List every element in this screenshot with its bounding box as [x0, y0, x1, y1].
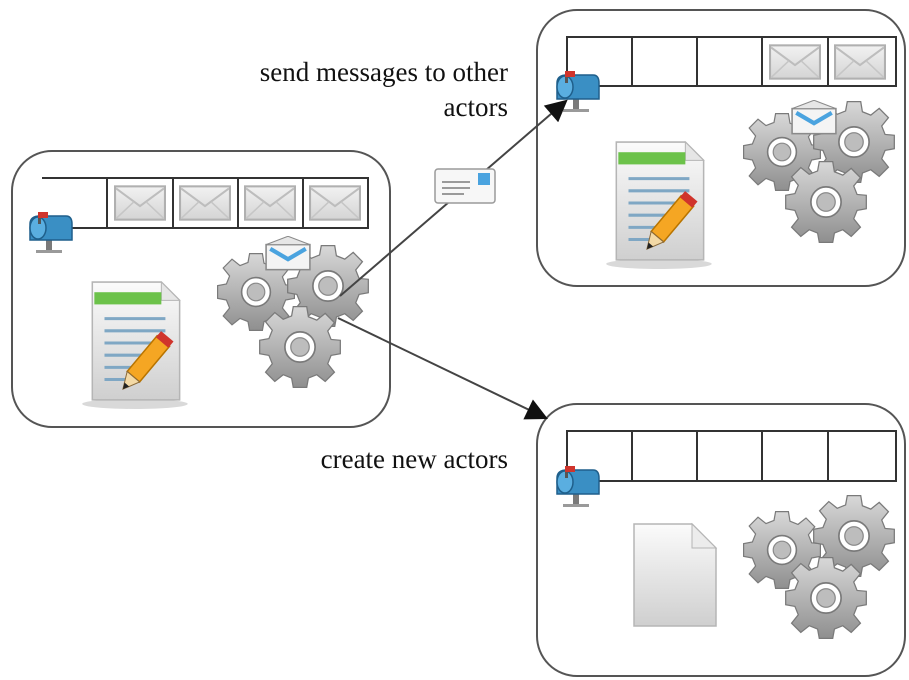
document-icon: [606, 140, 714, 270]
envelope-icon: [309, 185, 361, 221]
envelope-icon: [834, 44, 886, 80]
mailbox-queue: [42, 177, 369, 229]
send-messages-label-line-2: actors: [443, 92, 508, 122]
envelope-icon: [769, 44, 821, 80]
send-messages-label-line-1: send messages to other: [259, 57, 508, 87]
actor-box-source: [11, 150, 391, 428]
actor-box-new: [536, 403, 906, 677]
actor-box-receiver: [536, 9, 906, 287]
envelope-icon: [114, 185, 166, 221]
envelope-icon: [179, 185, 231, 221]
create-actor-arrow: [337, 317, 548, 420]
create-new-actors-label: create new actors: [320, 444, 508, 474]
send-messages-label: send messages to other actors: [128, 55, 508, 125]
flying-letter-icon: [434, 168, 496, 204]
mailbox-queue: [566, 430, 897, 482]
envelope-icon: [244, 185, 296, 221]
document-icon: [82, 280, 190, 410]
blank-document-icon: [633, 523, 717, 627]
mailbox-queue: [566, 36, 897, 87]
